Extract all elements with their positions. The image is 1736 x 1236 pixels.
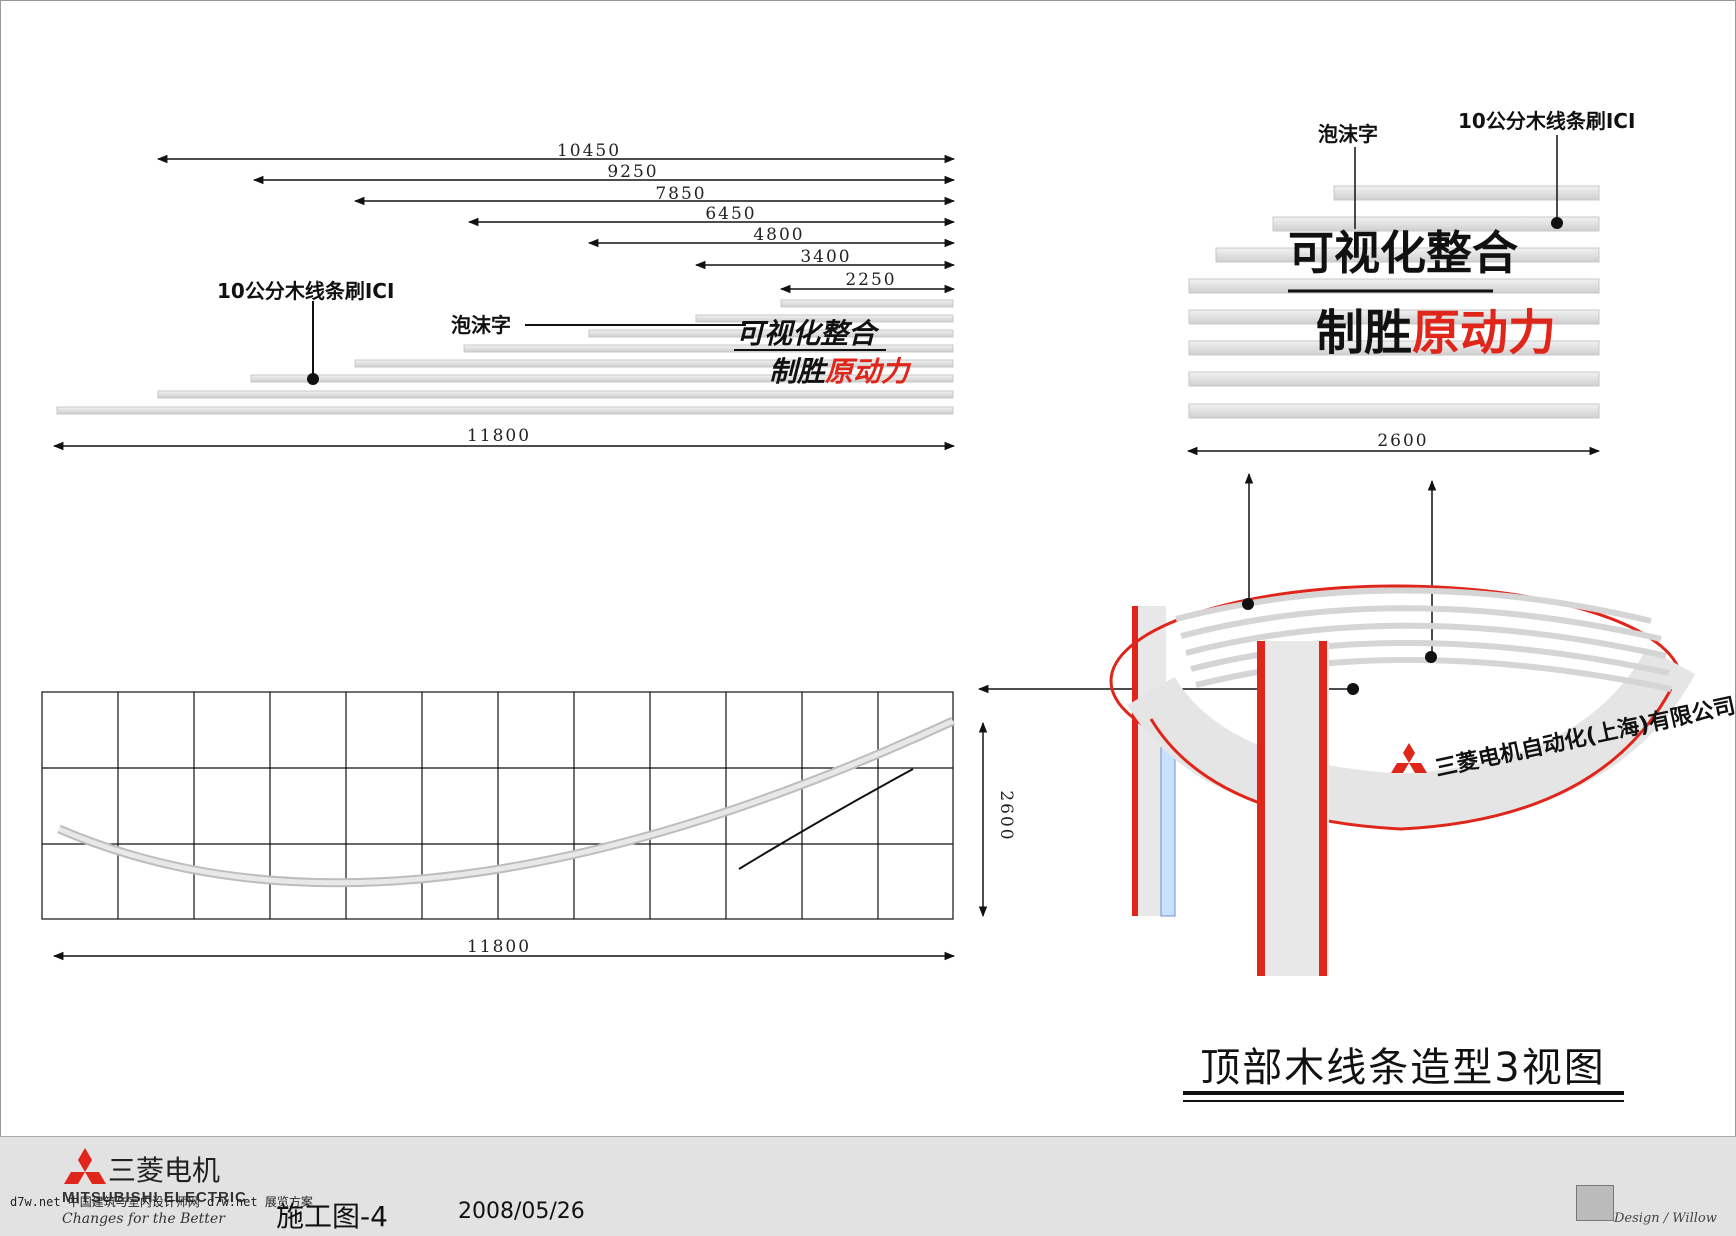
front-grid — [41, 691, 954, 920]
strip — [588, 329, 954, 338]
dim-label-9250: 9250 — [607, 162, 658, 182]
side-slogan-black: 制胜 — [1316, 305, 1412, 361]
dim-label-4800: 4800 — [753, 225, 804, 245]
callout-dot — [1425, 651, 1437, 663]
designer-credit: Design / Willow — [1614, 1211, 1717, 1226]
front-column-red-left — [1257, 641, 1265, 976]
front-column-red-right — [1319, 641, 1327, 976]
side-slogan-line1: 可视化整合 — [1288, 226, 1518, 280]
slogan-line1: 可视化整合 — [736, 317, 880, 350]
slat — [1180, 605, 1662, 642]
slat — [1185, 622, 1667, 659]
brand-en: MITSUBISHI ELECTRIC — [62, 1189, 247, 1206]
drawing-title: 顶部木线条造型3视图 — [1200, 1045, 1605, 1091]
footer-bar: 三菱电机 MITSUBISHI ELECTRIC d7w.net 中国建筑与室内… — [0, 1136, 1736, 1236]
label-wood-strip: 10公分木线条刷ICI — [217, 279, 394, 303]
dim-label-6450: 6450 — [705, 204, 756, 224]
dim-label-2600-side: 2600 — [1377, 431, 1428, 451]
leader-dot — [1551, 217, 1563, 229]
slat — [1195, 657, 1672, 692]
curved-strip-edge — [738, 768, 914, 870]
sheet-number: 施工图-4 — [276, 1200, 388, 1233]
callout-dot — [1242, 598, 1254, 610]
leader-dot — [307, 373, 319, 385]
dim-label-10450: 10450 — [557, 141, 621, 161]
strip — [250, 374, 954, 383]
side-strips — [1188, 185, 1600, 419]
mitsubishi-logo-icon — [64, 1148, 106, 1184]
drawing-canvas: 10450 9250 7850 6450 4800 3400 2250 1180… — [41, 109, 1736, 1102]
strip — [354, 359, 954, 368]
dim-label-2250: 2250 — [845, 270, 896, 290]
front-column — [1263, 641, 1329, 976]
ring-logo-icon — [1391, 743, 1427, 773]
designer-logo-icon — [1576, 1185, 1614, 1221]
sheet-date: 2008/05/26 — [458, 1199, 585, 1224]
ring-band — [1127, 647, 1696, 829]
strip — [1188, 340, 1600, 356]
strip — [1215, 247, 1600, 263]
strip — [1188, 403, 1600, 419]
ring-slats — [1175, 587, 1672, 692]
strip — [1188, 309, 1600, 325]
side-label-foam: 泡沫字 — [1318, 122, 1378, 146]
slat — [1190, 639, 1670, 676]
curved-strip-highlight — [58, 718, 955, 886]
front-view: 2600 11800 — [41, 691, 1016, 961]
wood-strips — [56, 299, 954, 415]
strip — [157, 390, 954, 399]
strip — [56, 406, 954, 415]
curved-strip — [57, 716, 955, 888]
slat — [1175, 587, 1652, 624]
side-label-wood: 10公分木线条刷ICI — [1458, 109, 1635, 133]
brand-cn: 三菱电机 — [108, 1154, 221, 1187]
slogan-line2: 制胜原动力 — [769, 355, 912, 388]
ring-band-red-edge — [1149, 688, 1673, 831]
strip — [463, 344, 954, 353]
strip — [695, 314, 954, 323]
tagline: Changes for the Better — [62, 1211, 225, 1227]
callout-dot — [1347, 683, 1359, 695]
side-view: 泡沫字 10公分木线条刷ICI 可视化整合 制胜原动力 2600 — [1186, 109, 1635, 456]
strip — [780, 299, 954, 308]
strip — [1188, 371, 1600, 387]
render-3d: 三菱电机自动化(上海)有限公司 — [977, 472, 1736, 976]
dimension-lines — [52, 154, 956, 451]
slogan-red: 原动力 — [825, 355, 912, 388]
light-strip — [1160, 740, 1176, 917]
slogan-black: 制胜 — [769, 355, 829, 388]
strip — [1333, 185, 1600, 201]
side-slogan-line2: 制胜原动力 — [1316, 305, 1556, 361]
watermark-text: d7w.net 中国建筑与室内设计师网 d7w.net 展览方案 — [10, 1195, 313, 1209]
dim-label-2600-front: 2600 — [996, 790, 1016, 841]
left-column-red-edge — [1132, 606, 1138, 916]
side-slogan-red: 原动力 — [1412, 305, 1556, 361]
top-view: 10450 9250 7850 6450 4800 3400 2250 1180… — [52, 141, 956, 451]
dim-label-3400: 3400 — [800, 247, 851, 267]
label-foam-letters: 泡沫字 — [451, 313, 511, 337]
dim-label-7850: 7850 — [655, 184, 706, 204]
dim-label-11800-front: 11800 — [467, 937, 531, 957]
dim-label-11800-top: 11800 — [467, 426, 531, 446]
